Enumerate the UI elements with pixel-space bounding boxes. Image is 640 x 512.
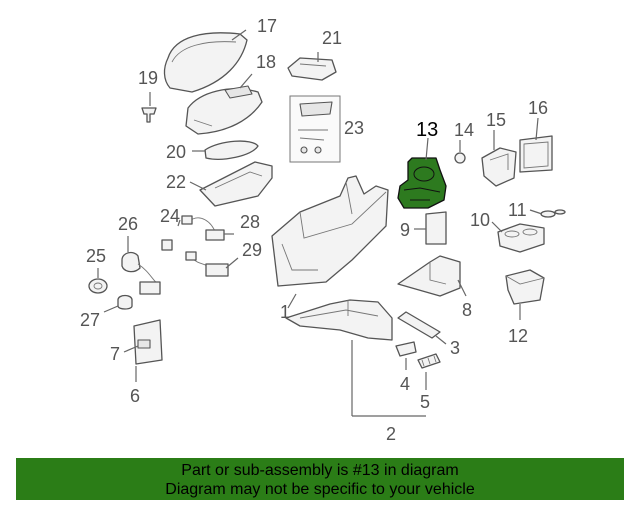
callout-8: 8: [462, 300, 472, 320]
part-12-box[interactable]: [505, 269, 545, 305]
callout-6: 6: [130, 386, 140, 406]
part-15-holder[interactable]: [481, 147, 517, 187]
parts-diagram: 17 18 19 20 21 22 23 24 25 26 27 28 29 1…: [80, 16, 566, 444]
part-2-bracket[interactable]: [285, 299, 393, 341]
part-26-switch[interactable]: [121, 251, 161, 295]
callout-27: 27: [80, 310, 100, 330]
banner-line-1: Part or sub-assembly is #13 in diagram: [181, 462, 459, 479]
part-14-clip[interactable]: [454, 152, 466, 164]
part-4-cap[interactable]: [395, 341, 417, 357]
part-1-console[interactable]: [271, 175, 389, 287]
leader-lines: [97, 29, 543, 417]
callout-15: 15: [486, 110, 506, 130]
part-27-knob[interactable]: [117, 294, 133, 310]
callout-28: 28: [240, 212, 260, 232]
callout-4: 4: [400, 374, 410, 394]
callout-13-highlighted: 13: [416, 119, 438, 141]
callout-20: 20: [166, 142, 186, 162]
callout-5: 5: [420, 392, 430, 412]
part-8-bin[interactable]: [397, 255, 461, 297]
part-18-armrest-base[interactable]: [185, 85, 263, 135]
part-13-highlighted[interactable]: [397, 157, 447, 209]
callout-29: 29: [242, 240, 262, 260]
part-22-tray[interactable]: [199, 161, 273, 207]
callout-23: 23: [344, 118, 364, 138]
part-29-harness[interactable]: [185, 251, 229, 277]
part-21-box[interactable]: [287, 57, 337, 81]
part-10-cup-holder[interactable]: [497, 223, 545, 253]
part-5-spring[interactable]: [417, 353, 441, 369]
callout-12: 12: [508, 326, 528, 346]
banner-line-2: Diagram may not be specific to your vehi…: [165, 481, 475, 498]
callout-3: 3: [450, 338, 460, 358]
callout-26: 26: [118, 214, 138, 234]
callout-14: 14: [454, 120, 474, 140]
callout-19: 19: [138, 68, 158, 88]
callout-24: 24: [160, 206, 180, 226]
part-16-plate[interactable]: [519, 135, 553, 173]
part-24-connector[interactable]: [161, 239, 173, 251]
callout-1: 1: [280, 302, 290, 322]
part-9-cover[interactable]: [425, 211, 447, 245]
info-banner: Part or sub-assembly is #13 in diagram D…: [16, 458, 624, 500]
callout-2: 2: [386, 424, 396, 444]
callout-21: 21: [322, 28, 342, 48]
part-3-strip[interactable]: [397, 311, 441, 339]
callout-16: 16: [528, 98, 548, 118]
callout-18: 18: [256, 52, 276, 72]
part-17-armrest-lid[interactable]: [163, 32, 248, 93]
part-23-hardware-kit[interactable]: [289, 95, 341, 163]
part-25-socket[interactable]: [88, 278, 108, 294]
part-11-clip[interactable]: [540, 209, 566, 218]
part-6-panel[interactable]: [133, 319, 163, 365]
callout-22: 22: [166, 172, 186, 192]
callout-17: 17: [257, 16, 277, 36]
callout-25: 25: [86, 246, 106, 266]
callout-9: 9: [400, 220, 410, 240]
part-20-pad[interactable]: [204, 140, 259, 160]
part-19-clip[interactable]: [141, 107, 157, 123]
callout-labels: 17 18 19 20 21 22 23 24 25 26 27 28 29 1…: [80, 16, 548, 444]
callout-11: 11: [508, 200, 527, 220]
callout-10: 10: [470, 210, 490, 230]
part-28-harness[interactable]: [181, 215, 225, 241]
callout-7: 7: [110, 344, 120, 364]
